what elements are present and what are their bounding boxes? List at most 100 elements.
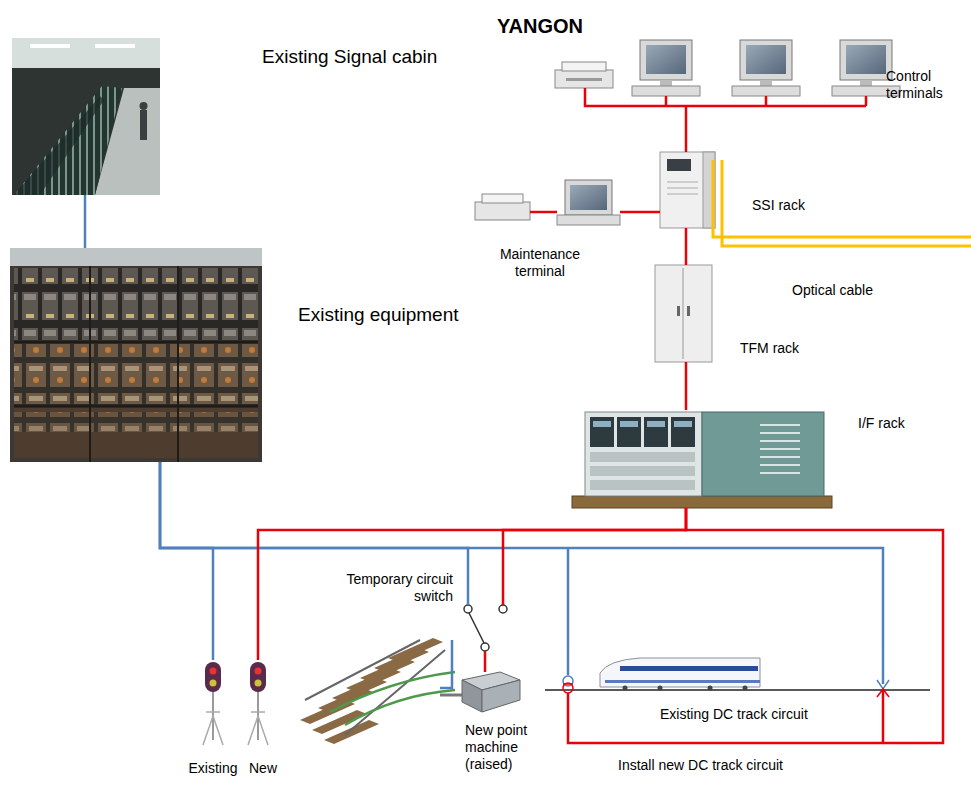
if-rack-icon <box>760 464 800 466</box>
track-circuit-icon <box>708 686 713 691</box>
if-rack-icon <box>647 421 665 427</box>
if-rack-icon <box>585 412 702 496</box>
maintenance-terminal-icon <box>475 202 530 220</box>
tfm-rack-icon <box>655 265 712 362</box>
control-terminals-icon <box>732 40 800 96</box>
wire-connector <box>160 462 468 605</box>
if-rack-icon <box>702 412 824 496</box>
track-circuit-icon <box>600 658 760 687</box>
if-rack-icon <box>590 480 695 490</box>
relay-equipment-photo <box>14 344 258 404</box>
existing-signal-icon <box>205 662 221 692</box>
track-circuit-icon <box>658 686 663 691</box>
node-label: Control terminals <box>886 68 961 102</box>
circuit-switch: Temporary circuit switch <box>455 605 515 655</box>
if-rack: I/F rack <box>572 410 832 508</box>
new-signal-icon <box>251 711 265 713</box>
control-terminals-icon <box>555 40 900 106</box>
ssi-rack-icon <box>660 152 715 228</box>
signal-cabin-photo <box>14 86 122 195</box>
existing-signal-icon <box>203 662 223 745</box>
maintenance-terminal-icon <box>475 180 625 225</box>
turnout-track <box>300 638 443 744</box>
maintenance-terminal-icon <box>557 215 620 225</box>
maintenance-terminal: Maintenance terminal <box>470 178 625 228</box>
wire-connector <box>160 462 213 660</box>
node-label: SSI rack <box>752 197 805 214</box>
if-rack-icon <box>760 456 800 458</box>
wire-connector <box>84 195 87 248</box>
control-terminals-icon <box>765 96 768 106</box>
signal-cabin-photo <box>12 38 160 195</box>
maintenance-terminal-icon <box>530 211 557 214</box>
relay-equipment-photo <box>14 408 258 458</box>
signal-cabin-photo <box>14 96 104 195</box>
wire-connector <box>160 462 468 605</box>
maintenance-terminal-icon <box>482 194 523 203</box>
terminal-group: Control terminals <box>550 38 880 107</box>
signal-post: New <box>248 660 268 745</box>
if-rack-icon <box>644 417 668 447</box>
control-terminals-icon <box>640 40 692 80</box>
control-terminals-icon <box>732 86 800 96</box>
signal-cabin-photo <box>95 44 135 48</box>
diagram-title: YANGON <box>380 14 700 38</box>
turnout-track <box>345 690 455 725</box>
point-machine-icon <box>462 680 482 712</box>
wire-connector <box>685 228 688 265</box>
track-circuit-icon <box>567 648 570 675</box>
wire-connector <box>625 211 660 214</box>
control-terminals-icon <box>860 80 872 86</box>
point-machine-icon <box>440 694 462 697</box>
if-rack-icon <box>572 496 832 508</box>
equipment-photo: Existing equipment <box>10 248 262 462</box>
if-rack-icon <box>760 425 800 473</box>
wire-connector <box>686 107 687 152</box>
control-terminals-icon <box>665 96 668 106</box>
track-circuit-icon <box>743 686 748 691</box>
signal-post: Existing <box>203 660 223 745</box>
relay-equipment-photo <box>10 248 262 266</box>
track-circuit-icon <box>563 683 573 685</box>
existing-signal-icon <box>210 668 217 675</box>
signal-cabin-photo: Existing Signal cabin <box>12 38 160 195</box>
circuit-note: Install new DC track circuit <box>618 757 783 774</box>
wire-connector <box>258 508 686 660</box>
relay-equipment-photo <box>10 248 262 462</box>
if-rack-icon <box>760 472 800 474</box>
control-terminals-icon <box>646 45 686 74</box>
ssi-rack-icon <box>667 194 698 195</box>
ssi-rack: SSI rack <box>660 152 715 228</box>
relay-equipment-photo <box>89 266 91 462</box>
track-circuit-icon <box>620 666 758 671</box>
turnout-track <box>305 640 420 700</box>
new-signal-icon <box>250 662 266 692</box>
if-rack-icon <box>572 412 832 508</box>
if-rack-icon <box>590 452 695 462</box>
maintenance-terminal-icon <box>570 185 607 210</box>
signal-cabin-photo <box>30 44 70 48</box>
point-machine: New point machine (raised) <box>458 672 522 715</box>
tfm-rack: TFM rack <box>655 265 712 362</box>
if-rack-icon <box>760 432 800 434</box>
existing-signal-icon <box>203 716 223 745</box>
wire-connector <box>686 362 687 410</box>
ssi-rack-icon <box>667 188 698 189</box>
control-terminals-icon <box>566 78 602 81</box>
tfm-rack-icon <box>683 268 684 359</box>
circuit-switch-symbol <box>499 605 507 613</box>
optical-cable <box>713 160 971 237</box>
ssi-rack-icon <box>660 152 715 228</box>
control-terminals-icon <box>846 45 886 74</box>
control-terminals-icon <box>760 80 772 86</box>
track-circuit-icon <box>563 683 573 693</box>
node-label: New <box>228 760 298 777</box>
point-machine-icon <box>482 680 520 712</box>
new-signal-icon <box>248 662 268 745</box>
control-terminals-icon <box>660 80 672 86</box>
tfm-rack-icon <box>677 306 680 316</box>
track-circuit-icon <box>563 676 573 686</box>
if-rack-icon <box>760 424 800 426</box>
